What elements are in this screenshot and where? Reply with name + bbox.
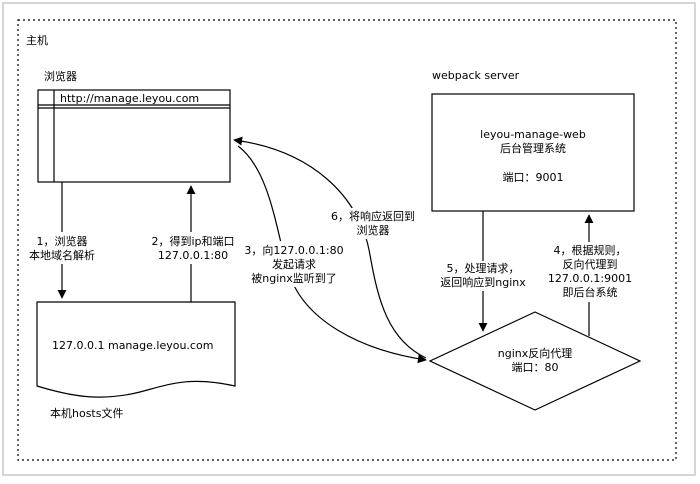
nginx-diamond [428,311,642,411]
browser-url: http://manage.leyou.com [60,92,199,105]
nginx-port: 端口：80 [512,361,559,374]
step-5-label-bg [432,261,534,291]
arrow-step-6 [233,136,427,359]
step-6-line-2: 浏览器 [357,223,390,237]
step-1-label-bg [22,232,102,264]
step-2-label-bg [142,232,242,264]
step-3-line-1: 3，向127.0.0.1:80 [244,243,343,257]
server-app-desc: 后台管理系统 [500,141,566,155]
step-6-line-1: 6，将响应返回到 [331,209,415,223]
step-3-label-bg [242,241,346,287]
server-port: 端口：9001 [503,171,564,184]
step-4-line-3: 127.0.0.1:9001 [548,272,632,285]
step-2-line-1: 2，得到ip和端口 [151,235,234,248]
step-3-line-2: 发起请求 [272,257,316,271]
hosts-file-shape [36,301,236,398]
hosts-file-entry: 127.0.0.1 manage.leyou.com [52,339,213,352]
step-3-line-3: 被nginx监听到了 [251,272,337,285]
step-4-line-1: 4，根据规则， [554,243,627,257]
step-1-line-2: 本地域名解析 [29,248,95,262]
step-6-label-bg [324,208,422,239]
step-4-line-4: 即后台系统 [563,285,618,299]
hosts-file-caption: 本机hosts文件 [50,406,123,420]
step-1-line-1: 1，浏览器 [37,234,88,248]
server-label: webpack server [432,69,520,82]
step-4-line-2: 反向代理到 [563,257,618,271]
step-5-line-1: 5，处理请求， [447,262,520,275]
step-2-line-2: 127.0.0.1:80 [158,249,228,262]
step-5-line-2: 返回响应到nginx [440,275,526,289]
host-boundary [17,19,677,461]
step-4-label-bg [546,242,634,302]
browser-label: 浏览器 [44,69,77,83]
browser-window [37,89,231,183]
server-app-name: leyou-manage-web [480,128,586,141]
nginx-label: nginx反向代理 [498,346,573,360]
host-title: 主机 [26,33,48,47]
server-box [431,93,635,212]
